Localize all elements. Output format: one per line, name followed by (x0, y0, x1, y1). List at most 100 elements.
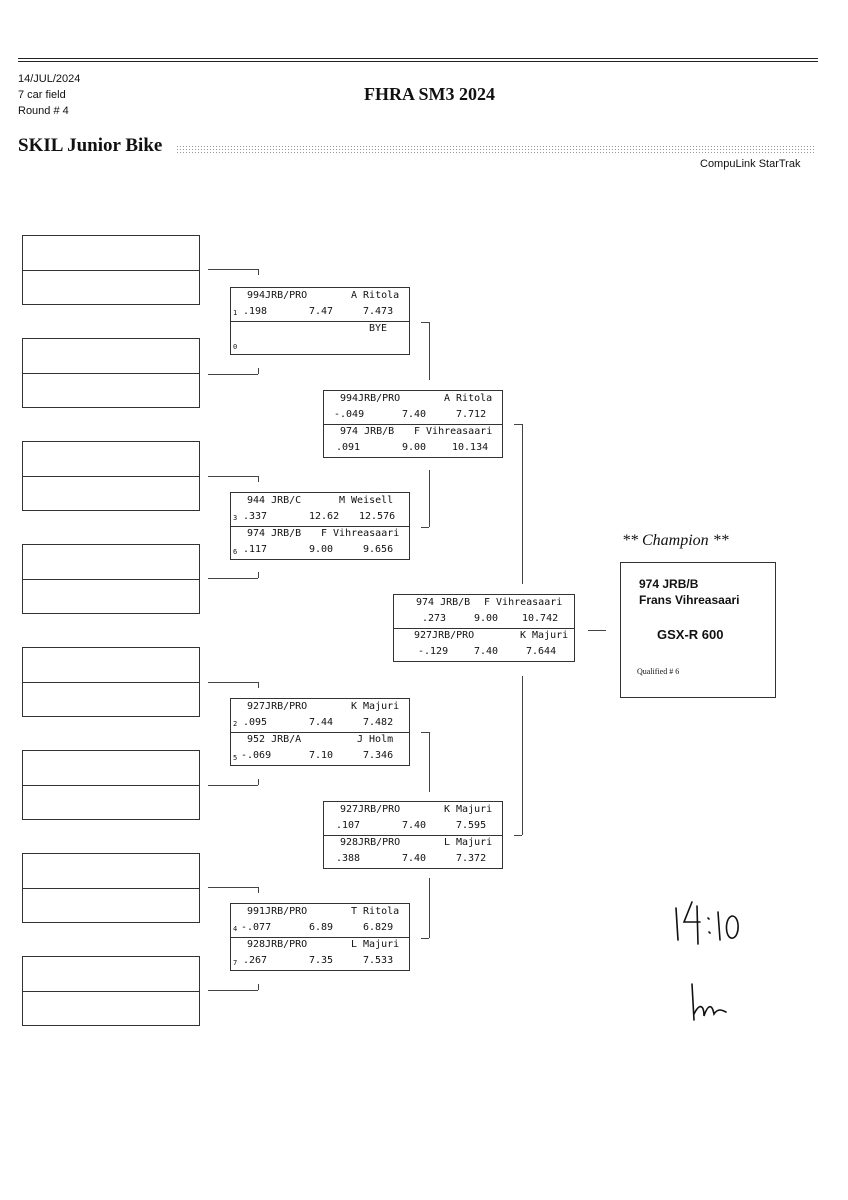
seed-number: 6 (233, 548, 238, 556)
reaction-time: .273 (422, 613, 447, 624)
driver-name: K Majuri (444, 804, 493, 815)
car-number: 944 JRB/C (247, 495, 302, 506)
driver-name: A Ritola (351, 290, 400, 301)
qualifier-slot (22, 956, 200, 1026)
qualifier-slot (22, 544, 200, 614)
elapsed-time: 7.644 (526, 646, 557, 657)
round2-match-1: 994JRB/PRO A Ritola -.049 7.40 7.712 974… (323, 390, 503, 458)
reaction-time: .198 (243, 306, 268, 317)
handwritten-signature (675, 901, 739, 1021)
reaction-time: .091 (336, 442, 361, 453)
champion-header: ** Champion ** (622, 532, 729, 549)
dial-in: 7.40 (474, 646, 499, 657)
car-number: 927JRB/PRO (340, 804, 401, 815)
seed-number: 7 (233, 959, 238, 967)
dial-in: 7.40 (402, 853, 427, 864)
page-title: FHRA SM3 2024 (364, 84, 496, 104)
dial-in: 12.62 (309, 511, 340, 522)
elapsed-time: 7.712 (456, 409, 487, 420)
event-name: SKIL Junior Bike (18, 135, 163, 156)
driver-name: J Holm (357, 734, 394, 745)
race-date: 14/JUL/2024 (18, 73, 81, 85)
champion-box: 974 JRB/B Frans Vihreasaari GSX-R 600 Qu… (620, 562, 776, 698)
dial-in: 7.47 (309, 306, 334, 317)
dial-in: 9.00 (402, 442, 427, 453)
reaction-time: -.077 (241, 922, 272, 933)
round2-match-2: 927JRB/PRO K Majuri .107 7.40 7.595 928J… (323, 801, 503, 869)
seed-number: 0 (233, 343, 238, 351)
round1-match-1: 994JRB/PRO A Ritola 1 .198 7.47 7.473 BY… (230, 287, 410, 355)
car-number: 994JRB/PRO (247, 290, 308, 301)
car-number: 928JRB/PRO (340, 837, 401, 848)
seed-number: 1 (233, 309, 238, 317)
qualifier-slot (22, 235, 200, 305)
elapsed-time: 7.372 (456, 853, 487, 864)
reaction-time: -.049 (334, 409, 365, 420)
seed-number: 2 (233, 720, 238, 728)
dial-in: 9.00 (474, 613, 499, 624)
driver-name: BYE (369, 323, 388, 334)
elapsed-time: 7.533 (363, 955, 394, 966)
champion-bike: GSX-R 600 (657, 627, 724, 642)
dial-in: 9.00 (309, 544, 334, 555)
round-number: Round # 4 (18, 105, 69, 117)
seed-number: 3 (233, 514, 238, 522)
round1-match-4: 991JRB/PRO T Ritola 4 -.077 6.89 6.829 9… (230, 903, 410, 971)
dial-in: 7.40 (402, 409, 427, 420)
car-number: 974 JRB/B (416, 597, 471, 608)
reaction-time: .095 (243, 717, 268, 728)
qualifier-slot (22, 441, 200, 511)
seed-number: 4 (233, 925, 238, 933)
qualifier-slot (22, 853, 200, 923)
reaction-time: .388 (336, 853, 361, 864)
dial-in: 7.10 (309, 750, 334, 761)
round1-match-3: 927JRB/PRO K Majuri 2 .095 7.44 7.482 95… (230, 698, 410, 766)
dial-in: 6.89 (309, 922, 334, 933)
car-number: 974 JRB/B (247, 528, 302, 539)
driver-name: A Ritola (444, 393, 493, 404)
driver-name: L Majuri (444, 837, 493, 848)
field-size: 7 car field (18, 89, 66, 101)
driver-name: K Majuri (351, 701, 400, 712)
car-number: 927JRB/PRO (247, 701, 308, 712)
reaction-time: .267 (243, 955, 268, 966)
software-name: CompuLink StarTrak (700, 158, 801, 170)
car-number: 974 JRB/B (340, 426, 395, 437)
elapsed-time: 7.482 (363, 717, 394, 728)
reaction-time: -.129 (418, 646, 449, 657)
driver-name: T Ritola (351, 906, 400, 917)
seed-number: 5 (233, 754, 238, 762)
driver-name: M Weisell (339, 495, 394, 506)
champion-car: 974 JRB/B (639, 577, 699, 591)
reaction-time: .107 (336, 820, 361, 831)
elapsed-time: 6.829 (363, 922, 394, 933)
driver-name: F Vihreasaari (484, 597, 563, 608)
driver-name: L Majuri (351, 939, 400, 950)
champion-name: Frans Vihreasaari (639, 593, 740, 607)
elapsed-time: 7.473 (363, 306, 394, 317)
final-match: 974 JRB/B F Vihreasaari .273 9.00 10.742… (393, 594, 575, 662)
qualifier-slot (22, 647, 200, 717)
reaction-time: .337 (243, 511, 268, 522)
dial-in: 7.44 (309, 717, 334, 728)
elapsed-time: 10.742 (522, 613, 559, 624)
elapsed-time: 7.346 (363, 750, 394, 761)
driver-name: K Majuri (520, 630, 569, 641)
elapsed-time: 9.656 (363, 544, 394, 555)
driver-name: F Vihreasaari (414, 426, 493, 437)
elapsed-time: 12.576 (359, 511, 396, 522)
qualifier-slot (22, 750, 200, 820)
elapsed-time: 7.595 (456, 820, 487, 831)
car-number: 952 JRB/A (247, 734, 302, 745)
qualifier-slot (22, 338, 200, 408)
reaction-time: -.069 (241, 750, 272, 761)
dotted-leader (176, 145, 816, 154)
dial-in: 7.35 (309, 955, 334, 966)
car-number: 927JRB/PRO (414, 630, 475, 641)
dial-in: 7.40 (402, 820, 427, 831)
car-number: 994JRB/PRO (340, 393, 401, 404)
car-number: 928JRB/PRO (247, 939, 308, 950)
round1-match-2: 944 JRB/C M Weisell 3 .337 12.62 12.576 … (230, 492, 410, 560)
car-number: 991JRB/PRO (247, 906, 308, 917)
reaction-time: .117 (243, 544, 268, 555)
